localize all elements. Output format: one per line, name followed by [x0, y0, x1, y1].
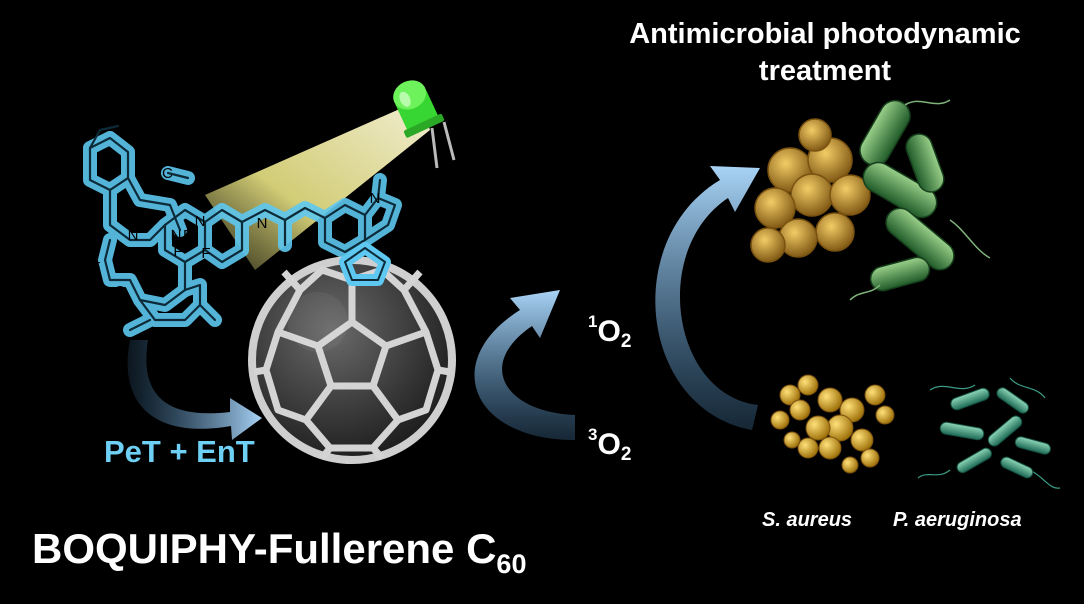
- n-label-3: N: [195, 213, 206, 230]
- f-label-4: F: [201, 245, 210, 262]
- oxygen-conversion-arrow: [474, 290, 575, 440]
- singlet-oxygen-sup: 1: [588, 312, 598, 331]
- singlet-oxygen-label: 1O2: [588, 312, 631, 353]
- compound-subscript: 60: [496, 549, 527, 579]
- s-aureus-label: S. aureus: [762, 509, 853, 531]
- compound-name-text: BOQUIPHY-Fullerene C: [32, 525, 497, 572]
- b-label-2: B: [183, 227, 193, 244]
- process-label: PeT + EnT: [104, 434, 255, 469]
- light-beam: [205, 100, 430, 270]
- compound-name: BOQUIPHY-Fullerene C60: [32, 525, 526, 580]
- p-aeruginosa-label: P. aeruginosa: [893, 509, 1022, 531]
- diagram-title: Antimicrobial photodynamic treatment: [570, 16, 1080, 90]
- treatment-arrow: [655, 166, 760, 430]
- n-label-4: N: [257, 215, 268, 232]
- green-led-icon: [393, 80, 456, 169]
- title-line-2: treatment: [758, 55, 892, 87]
- treated-bacteria-image: [750, 99, 991, 301]
- f-label-3: F: [173, 243, 182, 260]
- f-label-2: F: [91, 259, 100, 276]
- singlet-oxygen-sub: 2: [620, 331, 632, 352]
- p-aeruginosa-image: [917, 377, 1061, 489]
- b-label-1: B: [113, 255, 123, 272]
- singlet-oxygen-base: O: [597, 315, 621, 348]
- nitrile-label: NC: [151, 165, 173, 182]
- f-label-1: F: [93, 233, 102, 250]
- triplet-oxygen-label: 3O2: [588, 425, 631, 466]
- pet-ent-arrow: [127, 340, 263, 440]
- s-aureus-image: [770, 374, 895, 474]
- n-label-5: N: [370, 190, 381, 207]
- title-line-1: Antimicrobial photodynamic: [629, 18, 1021, 50]
- boquiphy-molecule: NC N N N N N B B F F F F O: [83, 124, 402, 337]
- fullerene-c60-icon: [248, 256, 456, 464]
- triplet-oxygen-sup: 3: [588, 425, 598, 444]
- triplet-oxygen-base: O: [597, 428, 621, 461]
- pyrrolidine-ring: [339, 242, 391, 286]
- o-label-1: O: [114, 283, 126, 300]
- triplet-oxygen-sub: 2: [620, 444, 632, 465]
- n-label-2: N: [171, 227, 182, 244]
- n-label-1: N: [128, 227, 139, 244]
